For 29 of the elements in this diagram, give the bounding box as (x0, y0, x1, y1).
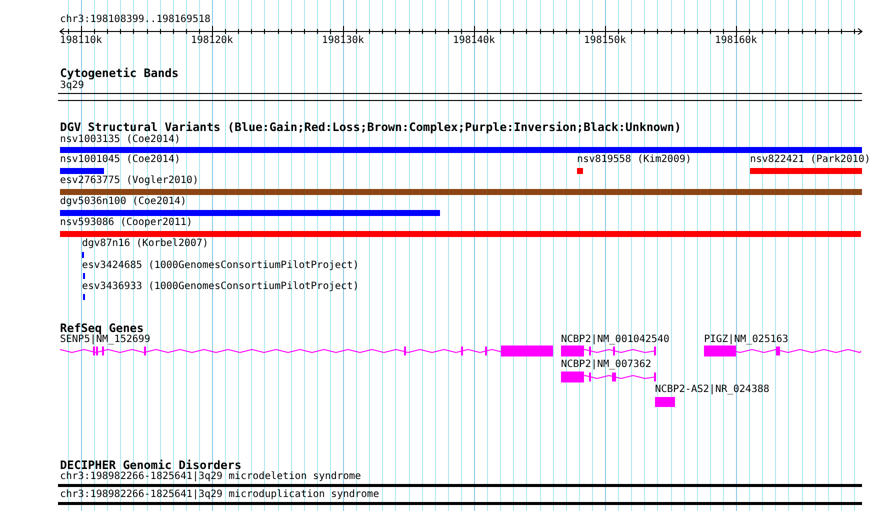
track-title: Cytogenetic Bands (60, 67, 179, 80)
feature-label: esv3424685 (1000GenomesConsortiumPilotProject) (82, 260, 359, 272)
band-label: 3q29 (60, 80, 84, 92)
tick-label: 198140k (452, 35, 496, 47)
feature-label: NCBP2|NM_007362 (561, 359, 652, 371)
tick-label: 198160k (714, 35, 758, 47)
feature-label: dgv87n16 (Korbel2007) (82, 238, 208, 250)
feature-label: NCBP2-AS2|NR_024388 (655, 384, 770, 396)
feature-label: esv2763775 (Vogler2010) (60, 175, 198, 187)
feature-label: chr3:198982266-1825641|3q29 microdeletion syndrome (60, 471, 362, 483)
tick-label: 198150k (584, 35, 626, 47)
track-title: RefSeq Genes (60, 322, 144, 335)
tick-label: 198110k (60, 35, 102, 47)
feature-label: esv3436933 (1000GenomesConsortiumPilotProject) (82, 281, 359, 293)
feature-label: nsv593086 (Cooper2011) (60, 217, 192, 229)
tick-label: 198130k (322, 35, 364, 47)
feature-label: PIGZ|NM_025163 (704, 334, 788, 346)
feature-label: nsv819558 (Kim2009) (577, 154, 692, 166)
feature-label: nsv1001045 (Coe2014) (60, 154, 180, 166)
feature-label: nsv1003135 (Coe2014) (60, 134, 180, 146)
tick-label: 198120k (190, 35, 234, 47)
feature-label: SENP5|NM_152699 (60, 334, 150, 346)
track-title: DECIPHER Genomic Disorders (60, 459, 242, 472)
coordinate-label: chr3:198108399..198169518 (60, 14, 211, 26)
feature-label: chr3:198982266-1825641|3q29 microduplication syndrome (60, 489, 380, 501)
track-title: DGV Structural Variants (Blue:Gain;Red:Loss;Brown:Complex;Purple:Inversion;Black:Unknown) (60, 121, 682, 134)
feature-label: nsv822421 (Park2010) (750, 154, 870, 166)
feature-label: NCBP2|NM_001042540 (561, 334, 670, 346)
feature-label: dgv5036n100 (Coe2014) (60, 196, 186, 208)
